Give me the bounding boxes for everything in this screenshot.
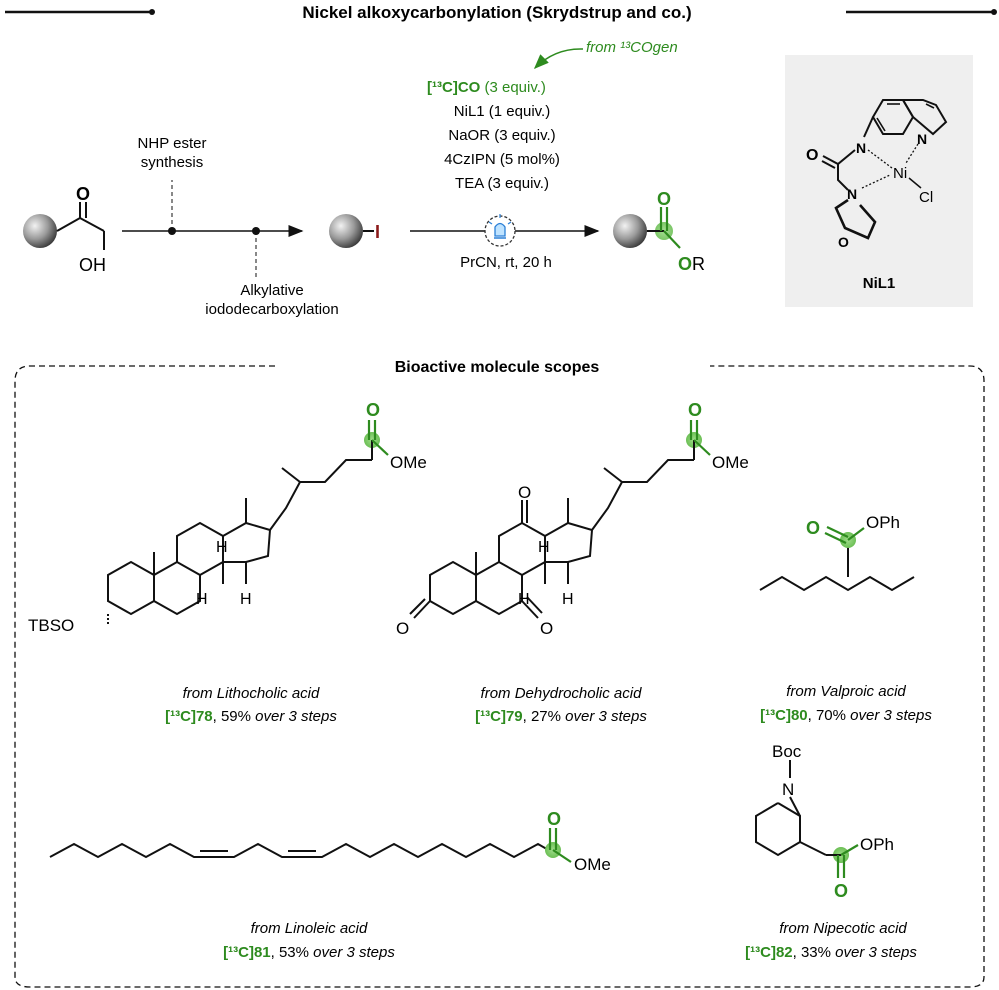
- ligand-n-quinoline: N: [917, 131, 927, 147]
- oph-label: OPh: [866, 513, 900, 532]
- condition-solvent: PrCN, rt, 20 h: [460, 254, 552, 271]
- ligand-box: N N Ni Cl O N O NiL1: [785, 55, 973, 307]
- ligand-cl: Cl: [919, 189, 933, 206]
- step1-top-line2: synthesis: [141, 154, 204, 171]
- source-82: from Nipecotic acid: [779, 920, 907, 937]
- condition-nil1: NiL1 (1 equiv.): [454, 103, 550, 120]
- oph-label: OPh: [860, 835, 894, 854]
- product-carbonyl-o: O: [657, 189, 671, 209]
- product-ball-icon: [613, 214, 647, 248]
- svg-text:O: O: [547, 809, 561, 829]
- structure-80: O OPh: [759, 513, 915, 592]
- scopes-title: Bioactive molecule scopes: [395, 359, 600, 376]
- yield-82: [¹³C]82, 33% over 3 steps: [745, 944, 917, 961]
- ligand-name: NiL1: [863, 275, 896, 292]
- ome-label: OMe: [574, 855, 611, 874]
- acid-carbonyl-o: O: [76, 184, 90, 204]
- yield-78: [¹³C]78, 59% over 3 steps: [165, 708, 337, 725]
- structure-82: O OPh N Boc: [755, 742, 894, 901]
- svg-text:O: O: [806, 518, 820, 538]
- condition-4czipn: 4CzIPN (5 mol%): [444, 151, 560, 168]
- svg-text:O: O: [396, 619, 409, 638]
- source-79: from Dehydrocholic acid: [481, 685, 643, 702]
- iodide-atom: I: [375, 222, 380, 242]
- ome-label: OMe: [390, 453, 427, 472]
- product-or: OR: [678, 254, 705, 274]
- from-13cogen: from ¹³COgen: [586, 39, 678, 56]
- svg-text:O: O: [834, 881, 848, 901]
- yield-81: [¹³C]81, 53% over 3 steps: [223, 944, 395, 961]
- ome-label: OMe: [712, 453, 749, 472]
- source-81: from Linoleic acid: [251, 920, 368, 937]
- condition-tea: TEA (3 equiv.): [455, 175, 549, 192]
- structure-79: [409, 459, 694, 619]
- header: Nickel alkoxycarbonylation (Skrydstrup a…: [5, 3, 997, 22]
- source-78: from Lithocholic acid: [183, 685, 320, 702]
- h-label: H: [196, 591, 208, 608]
- step1-top-line1: NHP ester: [138, 135, 207, 152]
- boc-label: Boc: [772, 742, 802, 761]
- structure-79-labels: O O O H H H O OMe: [396, 400, 749, 638]
- condition-naor: NaOR (3 equiv.): [448, 127, 555, 144]
- svg-text:O: O: [518, 483, 531, 502]
- ligand-n-amide: N: [856, 140, 866, 156]
- blue-led-icon: [484, 214, 516, 247]
- svg-text:N: N: [782, 780, 794, 799]
- h-label: H: [240, 591, 252, 608]
- yield-79: [¹³C]79, 27% over 3 steps: [475, 708, 647, 725]
- structure-78-labels: TBSO H H H O OMe: [28, 400, 427, 635]
- h-label: H: [538, 539, 550, 556]
- ligand-ni: Ni: [893, 165, 907, 182]
- ligand-o-ring: O: [838, 234, 849, 250]
- step1-bottom-line1: Alkylative: [240, 282, 303, 299]
- structure-81: O OMe: [49, 809, 611, 874]
- source-80: from Valproic acid: [786, 683, 906, 700]
- ligand-n-amine: N: [847, 186, 857, 202]
- svg-text:O: O: [366, 400, 380, 420]
- yield-80: [¹³C]80, 70% over 3 steps: [760, 707, 932, 724]
- h-label: H: [518, 591, 530, 608]
- h-label: H: [562, 591, 574, 608]
- tbso-label: TBSO: [28, 616, 74, 635]
- step1-bottom-line2: iododecarboxylation: [205, 301, 338, 318]
- substrate-ball-icon: [23, 214, 57, 248]
- ligand-o-carbonyl: O: [806, 147, 818, 164]
- page-title: Nickel alkoxycarbonylation (Skrydstrup a…: [302, 3, 691, 22]
- condition-co: [¹³C]CO (3 equiv.): [427, 79, 546, 96]
- structure-78: [107, 459, 372, 625]
- scopes-box: Bioactive molecule scopes: [14, 359, 985, 988]
- h-label: H: [216, 539, 228, 556]
- iodide-ball-icon: [329, 214, 363, 248]
- svg-text:O: O: [688, 400, 702, 420]
- acid-oh: OH: [79, 255, 106, 275]
- reaction-scheme: O OH NHP ester synthesis Alkylative iodo…: [23, 39, 705, 318]
- svg-text:O: O: [540, 619, 553, 638]
